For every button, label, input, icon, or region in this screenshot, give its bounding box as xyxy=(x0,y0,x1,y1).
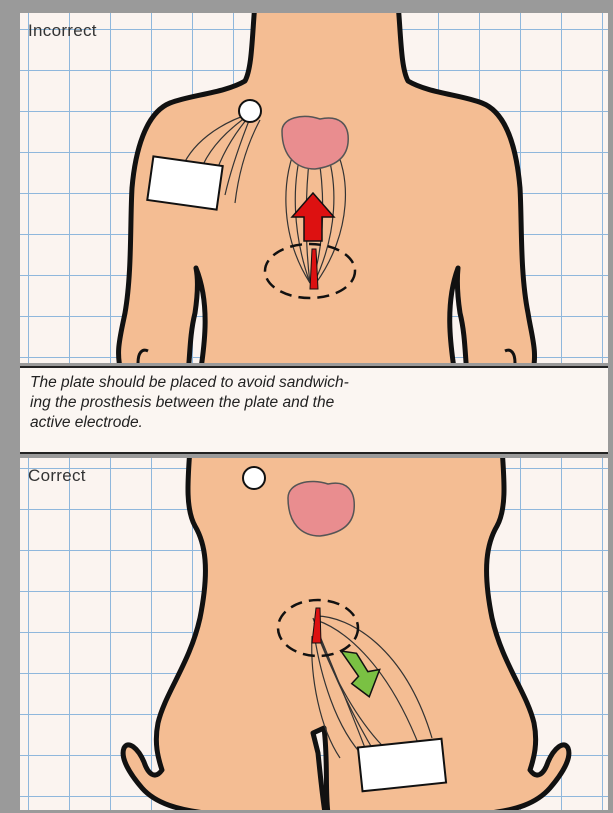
incorrect-illustration xyxy=(20,13,608,363)
incorrect-panel: Incorrect xyxy=(20,13,608,363)
active-electrode xyxy=(243,467,265,489)
caption-line: ing the prosthesis between the plate and… xyxy=(30,393,598,413)
panel-label-correct: Correct xyxy=(28,466,86,486)
panel-label-incorrect: Incorrect xyxy=(28,21,97,41)
active-electrode xyxy=(239,100,261,122)
caption-line: active electrode. xyxy=(30,413,598,433)
dispersive-plate xyxy=(358,739,446,792)
correct-panel: Correct xyxy=(20,458,608,810)
heart xyxy=(288,482,354,536)
prosthesis xyxy=(310,249,318,289)
caption: The plate should be placed to avoid sand… xyxy=(20,366,608,454)
correct-illustration xyxy=(20,458,608,810)
dispersive-plate xyxy=(147,156,222,209)
caption-line: The plate should be placed to avoid sand… xyxy=(30,373,598,393)
